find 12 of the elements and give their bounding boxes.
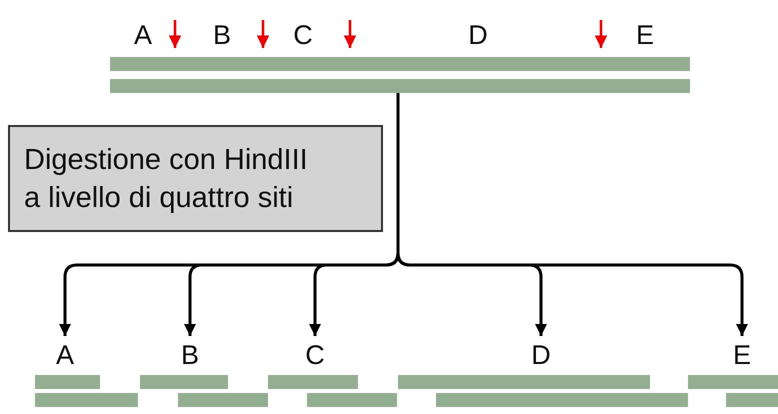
fragment-letter: A — [56, 340, 74, 370]
fragment-letter: C — [293, 20, 313, 50]
fragment-letter: C — [305, 340, 325, 370]
fragment-letter: D — [531, 340, 551, 370]
note-box: Digestione con HindIII a livello di quattro siti — [8, 125, 383, 232]
fragment-letter: D — [468, 20, 488, 50]
fragment-letter: B — [213, 20, 231, 50]
fragment-letter: E — [733, 340, 751, 370]
fragment-letter: E — [636, 20, 654, 50]
fragment-letter: B — [181, 340, 199, 370]
fragment-letter: A — [134, 20, 152, 50]
dna-drawing — [110, 57, 690, 93]
